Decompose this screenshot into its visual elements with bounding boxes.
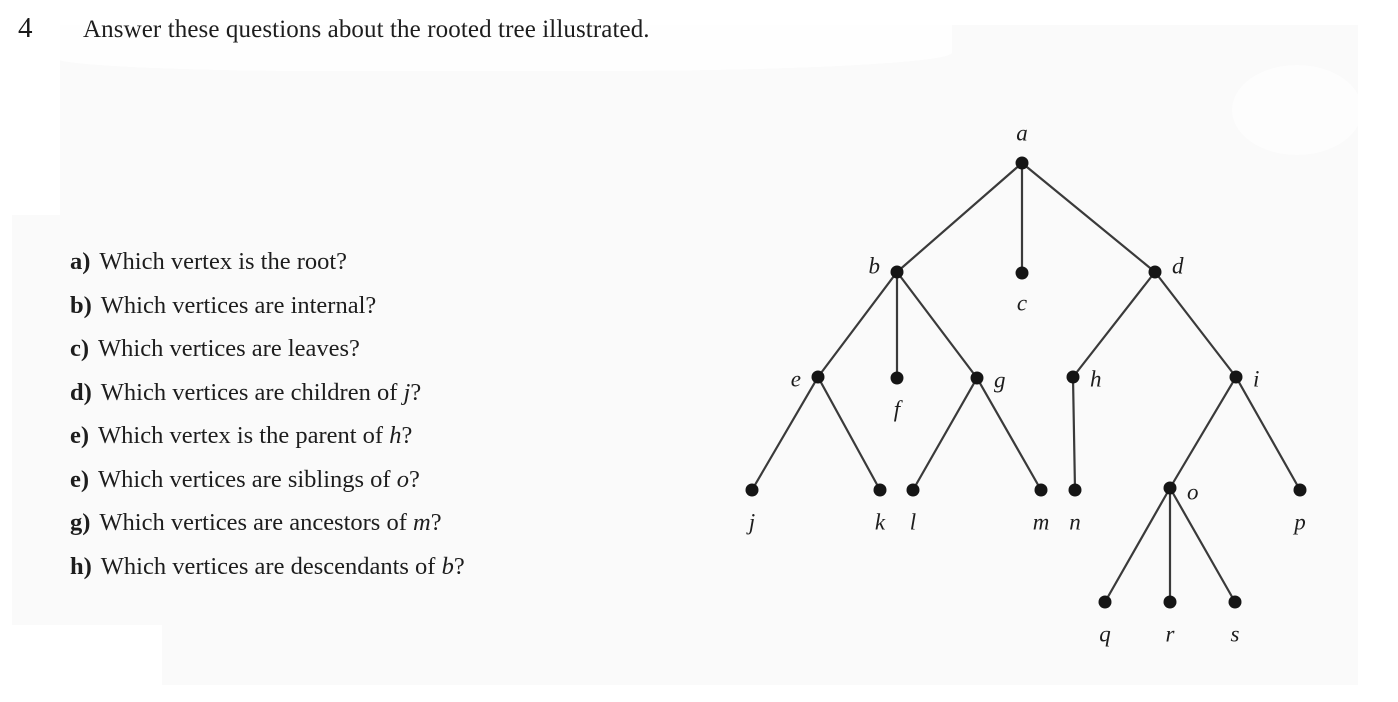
tree-node-label-d: d xyxy=(1172,253,1184,279)
tree-node-a xyxy=(1015,156,1029,170)
exercise-heading: 4 Answer these questions about the roote… xyxy=(18,12,650,45)
tree-node-label-m: m xyxy=(1032,509,1050,535)
tree-edge-e-k xyxy=(816,375,882,492)
question-label: b) xyxy=(70,291,92,319)
tree-node-i xyxy=(1229,370,1243,384)
question-text: Which vertex is the root? xyxy=(99,248,348,275)
tree-node-b xyxy=(890,265,904,279)
tree-edge-d-i xyxy=(1153,270,1238,379)
tree-node-f xyxy=(890,371,904,385)
scan-artifact xyxy=(12,625,162,685)
tree-node-s xyxy=(1228,595,1242,609)
tree-edge-d-h xyxy=(1071,270,1157,379)
tree-edge-g-m xyxy=(975,376,1043,492)
tree-nodes xyxy=(745,156,1307,609)
tree-node-k xyxy=(873,483,887,497)
tree-node-label-r: r xyxy=(1165,621,1175,647)
tree-node-label-g: g xyxy=(994,367,1006,393)
question-item: b) Which vertices are internal? xyxy=(70,292,690,336)
tree-edge-a-b xyxy=(895,161,1024,274)
tree-edge-i-o xyxy=(1168,375,1238,490)
tree-node-d xyxy=(1148,265,1162,279)
tree-node-label-s: s xyxy=(1230,621,1240,647)
tree-node-p xyxy=(1293,483,1307,497)
question-text: Which vertices are internal? xyxy=(100,291,377,319)
tree-node-label-q: q xyxy=(1099,621,1111,647)
tree-node-label-h: h xyxy=(1090,366,1102,392)
tree-graph-svg xyxy=(745,156,1307,609)
tree-node-m xyxy=(1034,483,1048,497)
tree-edge-o-s xyxy=(1168,486,1237,604)
tree-edge-i-p xyxy=(1234,375,1302,492)
exercise-number: 4 xyxy=(18,12,33,44)
question-label: d) xyxy=(70,378,92,406)
tree-edge-h-n xyxy=(1071,375,1077,492)
tree-edge-e-j xyxy=(750,375,820,492)
tree-node-j xyxy=(745,483,759,497)
question-text: Which vertices are siblings of o? xyxy=(98,465,420,493)
question-text: Which vertices are ancestors of m? xyxy=(99,509,442,536)
question-item: d) Which vertices are children of j? xyxy=(70,379,690,423)
tree-node-label-p: p xyxy=(1294,509,1306,535)
question-text: Which vertices are leaves? xyxy=(98,335,360,362)
question-label: g) xyxy=(70,509,91,536)
tree-node-l xyxy=(906,483,920,497)
scan-artifact xyxy=(12,25,60,215)
tree-edge-b-g xyxy=(895,270,979,380)
tree-edge-o-q xyxy=(1103,486,1172,604)
tree-node-label-i: i xyxy=(1253,366,1260,392)
question-item: e) Which vertices are siblings of o? xyxy=(70,466,690,510)
question-label: e) xyxy=(70,422,90,449)
tree-node-r xyxy=(1163,595,1177,609)
tree-node-label-b: b xyxy=(868,253,881,279)
tree-node-label-j: j xyxy=(748,509,756,535)
question-item: c) Which vertices are leaves? xyxy=(70,335,690,379)
tree-node-e xyxy=(811,370,825,384)
question-text: Which vertices are children of j? xyxy=(100,378,422,406)
question-text: Which vertex is the parent of h? xyxy=(98,422,413,449)
tree-node-label-o: o xyxy=(1187,479,1199,505)
tree-edge-b-e xyxy=(816,270,899,379)
tree-node-label-l: l xyxy=(909,509,917,535)
tree-node-label-f: f xyxy=(893,396,901,422)
question-list: a)Which vertex is the root?b)Which verti… xyxy=(70,248,690,596)
tree-node-label-k: k xyxy=(874,509,886,535)
question-item: g) Which vertices are ancestors of m? xyxy=(70,509,690,553)
tree-node-g xyxy=(970,371,984,385)
tree-node-label-a: a xyxy=(1016,120,1028,146)
question-label: e) xyxy=(70,465,90,493)
tree-node-label-e: e xyxy=(790,366,801,392)
question-label: h) xyxy=(70,552,92,580)
question-text: Which vertices are descendants of b? xyxy=(100,552,465,580)
tree-edge-a-d xyxy=(1020,161,1157,274)
tree-edges xyxy=(750,161,1302,604)
tree-node-q xyxy=(1098,595,1112,609)
question-item: a) Which vertex is the root? xyxy=(70,248,690,292)
question-item: e) Which vertex is the parent of h? xyxy=(70,422,690,466)
tree-node-c xyxy=(1015,266,1029,280)
tree-node-label-n: n xyxy=(1069,509,1081,535)
question-label: c) xyxy=(70,335,90,362)
question-label: a) xyxy=(70,248,91,275)
tree-node-h xyxy=(1066,370,1080,384)
tree-node-label-c: c xyxy=(1016,290,1028,316)
tree-node-o xyxy=(1163,481,1177,495)
tree-edge-g-l xyxy=(911,376,979,492)
tree-node-n xyxy=(1068,483,1082,497)
question-item: h) Which vertices are descendants of b? xyxy=(70,553,690,597)
exercise-prompt: Answer these questions about the rooted … xyxy=(83,16,650,43)
